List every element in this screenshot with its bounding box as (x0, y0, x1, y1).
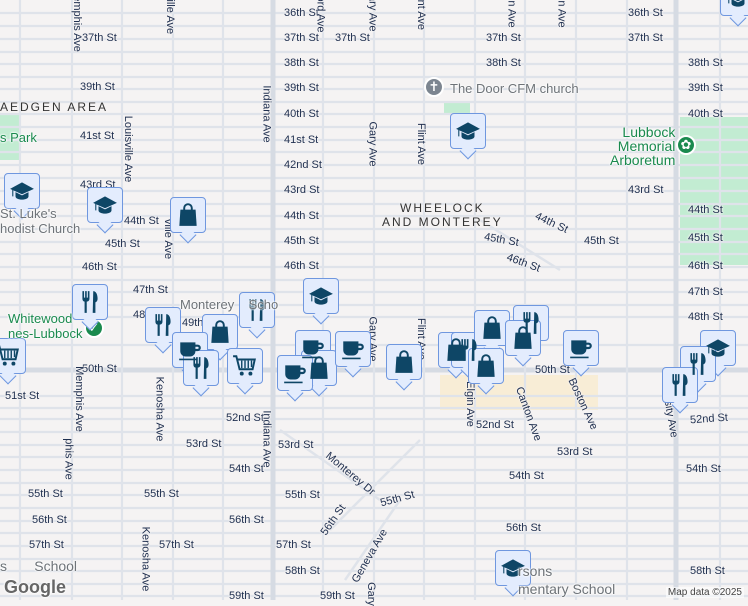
church-green (444, 103, 470, 113)
whitewood-label[interactable]: Whitewood nes-Lubbock (8, 311, 83, 341)
sw-school-label[interactable]: s School (0, 558, 78, 574)
cafe-marker[interactable] (335, 331, 371, 367)
fork-knife-icon (249, 299, 265, 321)
school-marker[interactable] (720, 0, 748, 16)
grocery-marker[interactable] (227, 348, 263, 384)
curve-road (329, 439, 421, 531)
restaurant-marker[interactable] (239, 292, 275, 328)
fork-knife-icon (155, 314, 171, 336)
st-lukes-church-label[interactable]: St. Luke's hodist Church (0, 206, 81, 236)
fork-knife-icon (82, 291, 98, 313)
arboretum-label[interactable]: Lubbock Memorial Arboretum (610, 124, 676, 168)
restaurant-marker[interactable] (183, 350, 219, 386)
parsons-school-label[interactable]: rsons mentary School (518, 563, 616, 597)
google-logo: Google (4, 577, 66, 597)
shopping-marker[interactable] (505, 320, 541, 356)
neighborhood-raedgen: AEDGEN AREA (0, 100, 109, 114)
graduation-cap-icon (706, 339, 730, 357)
shopping-bag-icon (447, 338, 465, 361)
church-icon[interactable]: ✝ (424, 77, 444, 97)
flower-icon[interactable]: ✿ (676, 135, 696, 155)
grocery-marker[interactable] (0, 338, 26, 374)
fork-knife-icon (193, 357, 209, 379)
shopping-marker[interactable] (301, 350, 337, 386)
shopping-marker[interactable] (170, 197, 206, 233)
school-marker[interactable] (87, 187, 123, 223)
graduation-cap-icon (456, 122, 480, 140)
park-label[interactable]: s Park (0, 130, 37, 145)
school-marker[interactable] (303, 278, 339, 314)
restaurant-marker[interactable] (72, 284, 108, 320)
shopping-bag-icon (211, 320, 229, 343)
shopping-bag-icon (483, 316, 501, 339)
neighborhood-wheelock: WHEELOCK AND MONTEREY (382, 201, 503, 229)
shopping-marker[interactable] (202, 314, 238, 350)
door-church-label[interactable]: The Door CFM church (450, 81, 579, 96)
shopping-cart-icon (233, 355, 256, 376)
monterey-dr (279, 428, 381, 502)
shopping-cart-icon (0, 345, 19, 366)
graduation-cap-icon (10, 182, 34, 200)
coffee-cup-icon (284, 365, 306, 384)
commercial-area (440, 375, 598, 410)
graduation-cap-icon (93, 196, 117, 214)
school-marker[interactable] (450, 113, 486, 149)
monterey-school-label[interactable]: Monterey Scho (180, 297, 279, 312)
graduation-cap-icon (728, 0, 745, 7)
shopping-marker[interactable] (474, 310, 510, 346)
cafe-marker[interactable] (295, 330, 331, 366)
fork-knife-icon (672, 374, 688, 396)
coffee-cup-icon (570, 340, 592, 359)
shopping-bag-icon (514, 326, 532, 349)
school-marker[interactable] (4, 173, 40, 209)
restaurant-marker[interactable] (662, 367, 698, 403)
restaurant-marker[interactable] (680, 346, 716, 382)
shopping-bag-icon (395, 350, 413, 373)
fork-knife-icon (523, 312, 539, 334)
school-marker[interactable] (495, 550, 531, 586)
shopping-marker[interactable] (386, 344, 422, 380)
shopping-marker[interactable] (468, 348, 504, 384)
cafe-marker[interactable] (277, 355, 313, 391)
cafe-marker[interactable] (563, 330, 599, 366)
restaurant-marker[interactable] (145, 307, 181, 343)
shopping-bag-icon (179, 203, 197, 226)
coffee-cup-icon (342, 341, 364, 360)
fork-knife-icon (690, 353, 706, 375)
graduation-cap-icon (501, 559, 525, 577)
coffee-cup-icon (179, 342, 201, 361)
fork-knife-icon (461, 339, 477, 361)
coffee-cup-icon (302, 340, 324, 359)
map-attribution[interactable]: Map data ©2025 (665, 587, 744, 598)
shopping-marker[interactable] (438, 332, 474, 368)
curved-street (479, 218, 561, 272)
geneva-ave (343, 499, 402, 581)
graduation-cap-icon (309, 287, 333, 305)
shopping-bag-icon (477, 354, 495, 377)
shopping-bag-icon (310, 356, 328, 379)
